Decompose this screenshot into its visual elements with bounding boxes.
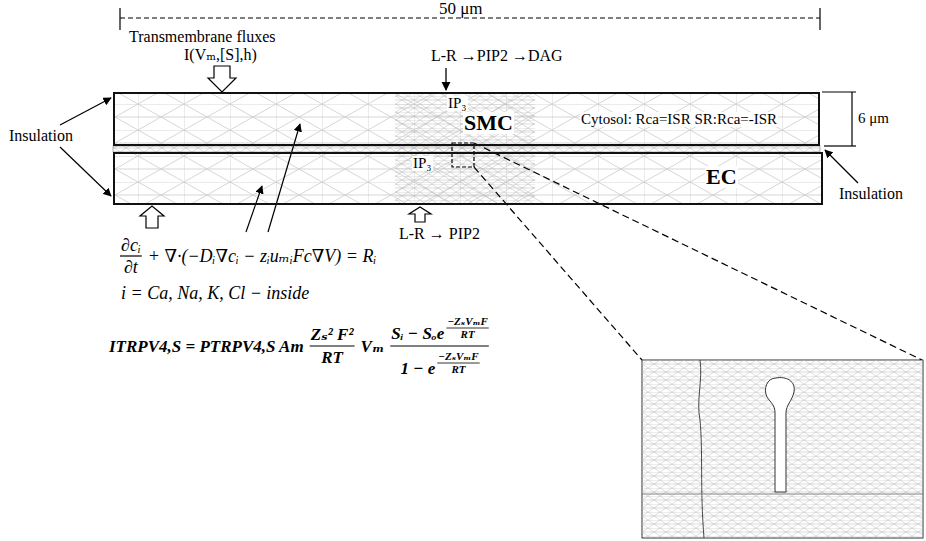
- dimension-tick: [119, 8, 120, 30]
- equation-part: ITRPV4,S = PTRPV4,S Am: [108, 338, 305, 355]
- fraction-bar: [310, 345, 355, 346]
- boundary-label: Insulation: [838, 186, 904, 202]
- zoom-box: [452, 143, 474, 167]
- leader-arrow: [60, 98, 111, 125]
- leader-arrow: [268, 124, 300, 232]
- zoom-line: [474, 167, 642, 360]
- dimension-line: [851, 92, 852, 146]
- dimension-tick: [819, 8, 820, 30]
- fraction-bar: [390, 345, 489, 346]
- equation-part: 1 − e: [399, 360, 436, 377]
- fine-mesh: [395, 94, 535, 203]
- equation-part: + ∇·(−Dᵢ∇cᵢ − zᵢuₘᵢFc∇V) = Rᵢ: [147, 247, 378, 265]
- cell-name: EC: [705, 166, 738, 188]
- equation-part: Sᵢ − Sₒe: [390, 325, 445, 342]
- messenger-label: IP₃: [412, 156, 433, 171]
- zoom-line: [474, 143, 922, 360]
- annotation: I(Vₘ,[S],h): [183, 47, 258, 63]
- fraction-bar: [120, 255, 142, 256]
- reaction-arrow: [445, 68, 446, 90]
- equation-part: Zₛ² F²: [310, 326, 355, 343]
- zoom-inset: [642, 360, 923, 538]
- flux-arrow: [409, 207, 431, 222]
- cell-name: SMC: [463, 112, 514, 134]
- dimension-line: [120, 17, 820, 18]
- reaction-label: L-R → PIP2: [398, 226, 481, 242]
- dimension-tick: [822, 91, 856, 92]
- flux-arrow: [140, 206, 164, 228]
- equation-part: ∂t: [123, 258, 139, 276]
- dimension-label: 6 μm: [857, 111, 890, 126]
- reaction-note: Cytosol: Rca=ISR SR:Rca=-ISR: [580, 112, 778, 127]
- equation-part: ∂cᵢ: [120, 236, 142, 254]
- cell-box: SMCIP₃ Cytosol: Rca=ISR SR:Rca=-ISR: [113, 92, 820, 146]
- equation-part: −ZₛVₘF: [446, 316, 488, 327]
- leader-arrow: [246, 186, 262, 232]
- leader-arrow: [825, 150, 858, 183]
- cell-box: EC IP₃: [113, 152, 823, 205]
- flux-arrow: [208, 66, 236, 92]
- reaction-label: L-R →PIP2 →DAG: [430, 48, 564, 64]
- equation-part: RT: [450, 364, 466, 375]
- dimension-label: 50 μm: [438, 0, 484, 17]
- dimension-tick: [824, 145, 856, 146]
- equation-part: −ZₛVₘF: [437, 351, 479, 362]
- annotation: Transmembrane fluxes: [128, 29, 277, 45]
- leader-arrow: [60, 147, 111, 196]
- equation-part: RT: [320, 349, 344, 366]
- equation-part: i = Ca, Na, K, Cl − inside: [120, 284, 310, 302]
- equation-part: RT: [460, 329, 476, 340]
- equation-part: Vₘ: [360, 338, 386, 355]
- messenger-label: IP₃: [447, 96, 468, 111]
- boundary-label: Insulation: [8, 128, 74, 144]
